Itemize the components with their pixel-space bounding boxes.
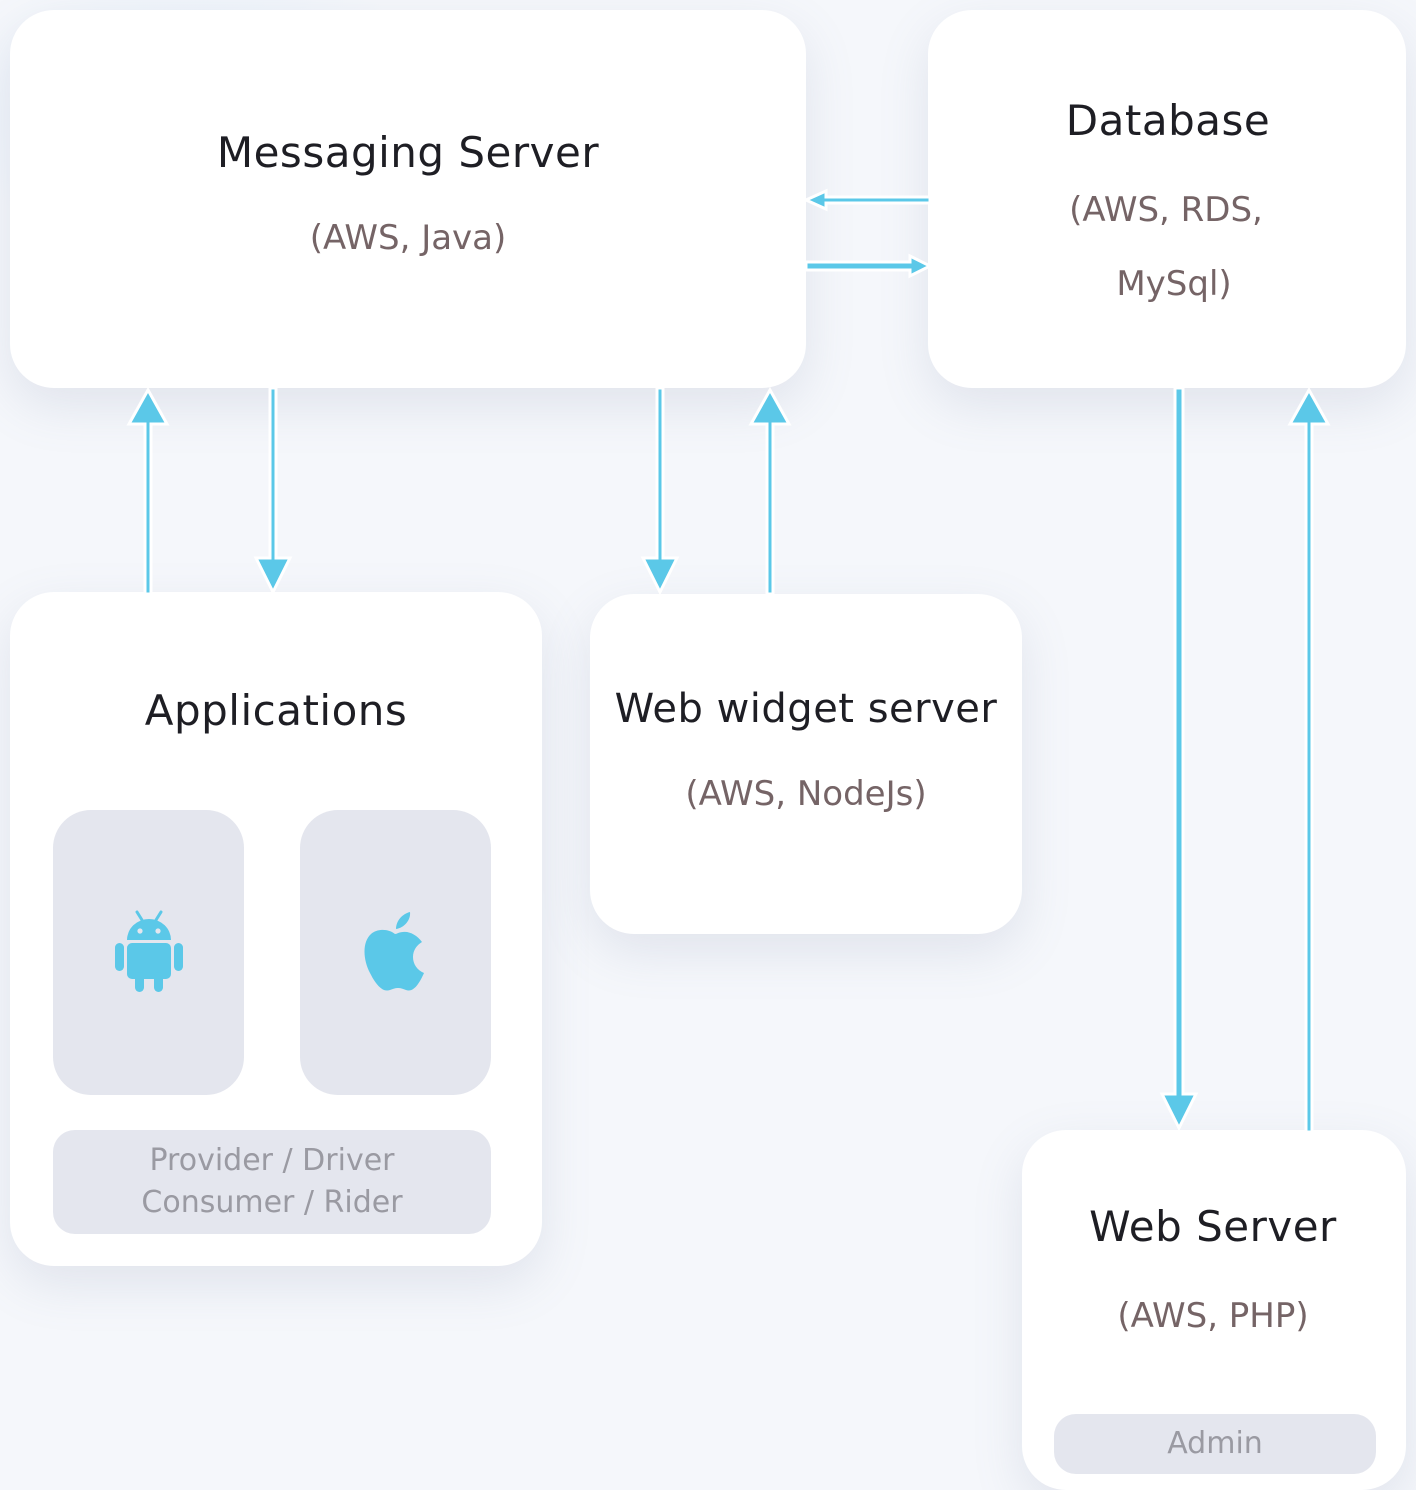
web-server-role: Admin [1054, 1414, 1376, 1474]
android-icon [115, 910, 183, 992]
messaging-server-title: Messaging Server [216, 128, 600, 177]
web-widget-server-subtitle: (AWS, NodeJs) [685, 774, 927, 814]
database-subtitle-line2: MySql) [1116, 264, 1232, 304]
arrow-applications-to-messaging [126, 386, 170, 596]
web-widget-server-card: Web widget server (AWS, NodeJs) [590, 594, 1022, 934]
applications-roles: Provider / Driver Consumer / Rider [53, 1130, 491, 1234]
android-platform-tile [53, 810, 244, 1095]
applications-role-provider: Provider / Driver [149, 1143, 395, 1178]
messaging-server-card: Messaging Server (AWS, Java) [10, 10, 806, 388]
arrow-database-to-messaging [802, 188, 932, 212]
web-widget-server-title: Web widget server [614, 686, 998, 732]
web-server-title: Web Server [1089, 1202, 1337, 1251]
messaging-server-subtitle: (AWS, Java) [309, 218, 507, 258]
applications-card: Applications Provider / Driver Consumer … [10, 592, 542, 1266]
apple-icon [364, 912, 424, 991]
ios-platform-tile [300, 810, 491, 1095]
arrow-messaging-to-database [804, 253, 934, 279]
arrow-messaging-to-web-widget [640, 386, 680, 596]
database-title: Database [1065, 96, 1271, 145]
applications-title: Applications [144, 686, 408, 735]
arrow-web-server-to-database [1287, 386, 1331, 1134]
arrow-messaging-to-applications [253, 386, 293, 596]
arrow-web-widget-to-messaging [748, 386, 792, 596]
applications-role-consumer: Consumer / Rider [141, 1185, 403, 1220]
web-server-card: Web Server (AWS, PHP) Admin [1022, 1130, 1406, 1490]
database-subtitle-line1: (AWS, RDS, [1069, 190, 1263, 230]
arrow-database-to-web-server [1159, 386, 1199, 1132]
web-server-subtitle: (AWS, PHP) [1117, 1296, 1309, 1336]
database-card: Database (AWS, RDS, MySql) [928, 10, 1406, 388]
